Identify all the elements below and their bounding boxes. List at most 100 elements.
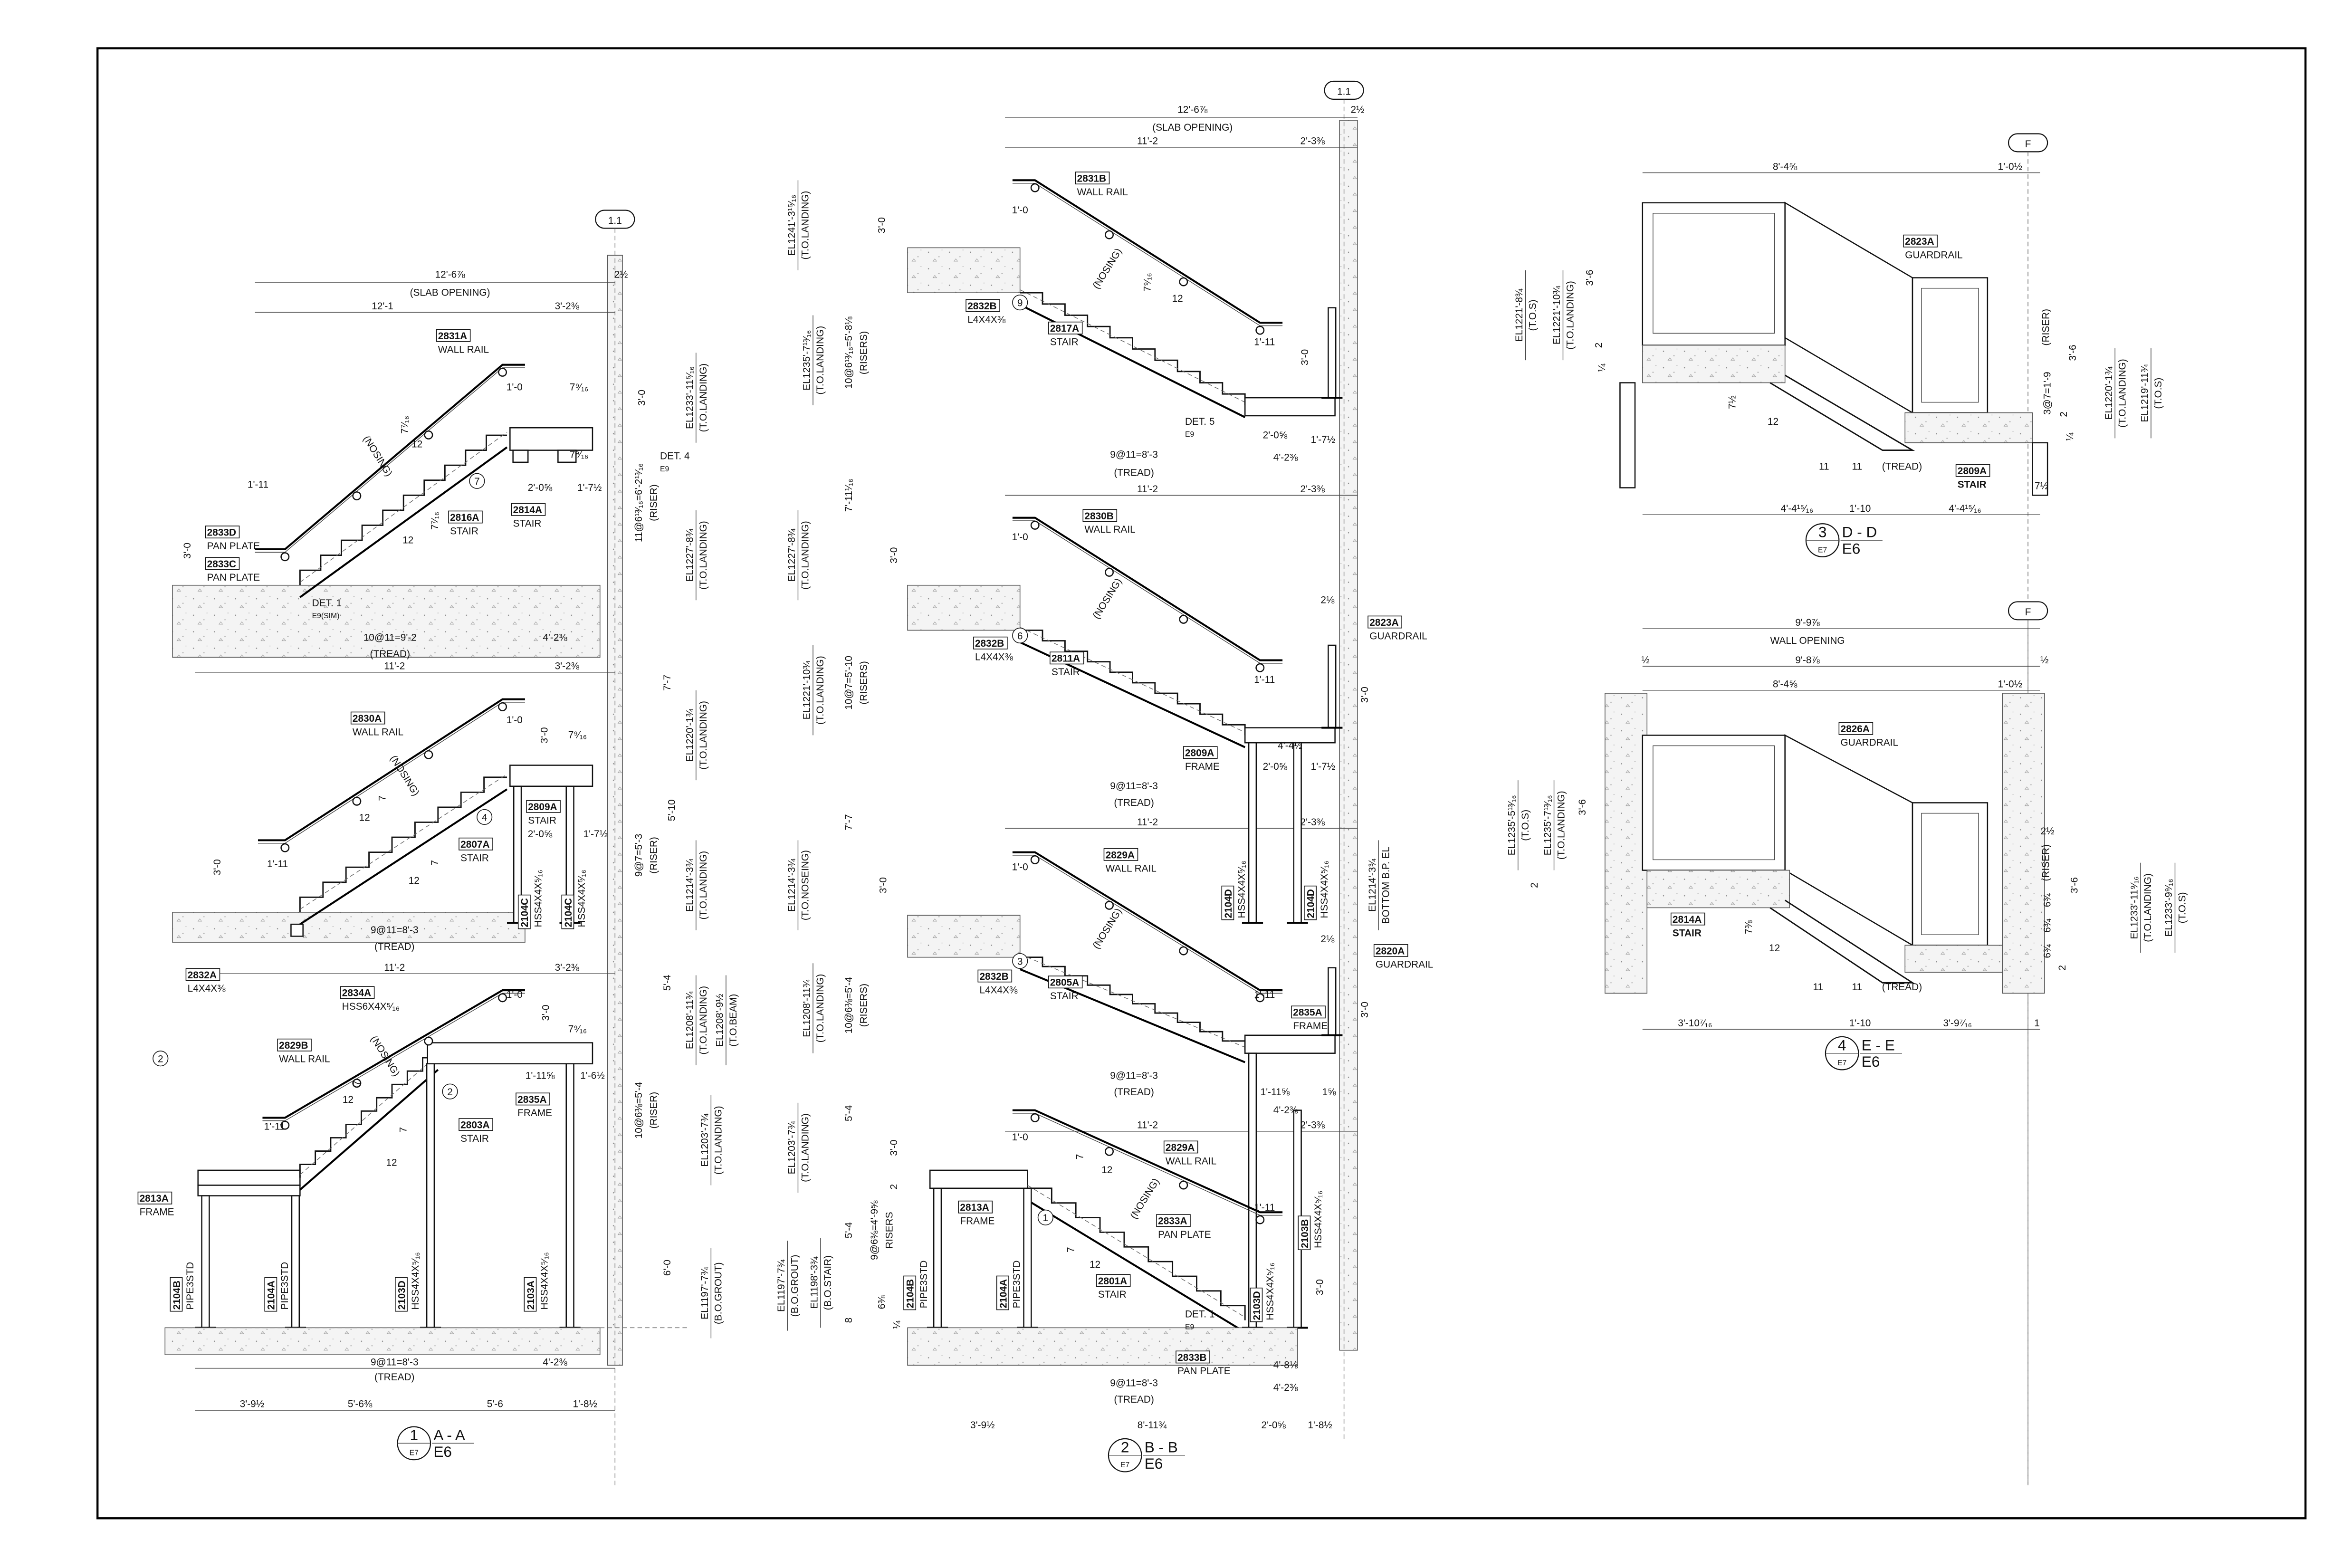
dimension-label: (TREAD) bbox=[1114, 1394, 1154, 1405]
callout-description: PAN PLATE bbox=[207, 541, 260, 552]
label-group: 8'-4⅝ bbox=[1773, 679, 1797, 689]
label-group: F bbox=[2025, 139, 2031, 150]
label-group: 6⅜ bbox=[877, 1295, 888, 1310]
dimension-label: 3'-6 bbox=[2067, 344, 2078, 361]
callout-tag-box bbox=[459, 837, 493, 851]
label-group: 3'-0 bbox=[636, 390, 647, 406]
step-marker: 7 bbox=[474, 476, 480, 487]
label-group: 5'-6 bbox=[487, 1399, 503, 1410]
label-group: 2 bbox=[1121, 1438, 1129, 1455]
dimension-label: 12 bbox=[1101, 1165, 1112, 1176]
dimension-label: 11'-2 bbox=[384, 962, 405, 973]
label-group: ½ bbox=[1641, 655, 1649, 666]
concrete-wall bbox=[1339, 120, 1358, 1351]
callout-tag: 2834A bbox=[342, 988, 371, 999]
callout-tag: 2814A bbox=[513, 505, 542, 516]
stair-stringer bbox=[299, 1069, 439, 1191]
label-group: 3'-6 bbox=[1577, 799, 1588, 815]
callout-tag: 2817A bbox=[1050, 323, 1079, 334]
label-group: 1'-11 bbox=[1254, 989, 1275, 1000]
dimension-label: 9@11=8'-3 bbox=[1110, 449, 1158, 460]
rail-bracket-icon bbox=[1105, 567, 1114, 577]
label-group: 10@6⅜=5'-4 bbox=[633, 1082, 644, 1139]
dimension-label: 4'-2⅜ bbox=[1273, 452, 1298, 463]
elevation-marker: EL1220'-1¾(T.O.LANDING) bbox=[684, 690, 709, 781]
dimension-label: 5'-6 bbox=[487, 1399, 503, 1410]
elevation-value: EL1197'-7¾ bbox=[776, 1259, 787, 1312]
nosing-label: (NOSING) bbox=[388, 754, 421, 798]
elevation-value: EL1203'-7¾ bbox=[699, 1113, 710, 1166]
dimension-label: 2½ bbox=[614, 269, 628, 280]
callout-tag: 2104A bbox=[998, 1279, 1009, 1308]
dimension-label: 9'-8⅞ bbox=[1795, 655, 1820, 666]
callout-tag: 2809A bbox=[1185, 748, 1214, 759]
dimension-label: 6'-0 bbox=[662, 1260, 673, 1276]
callout-description: WALL RAIL bbox=[1106, 863, 1157, 874]
label-group: 7 bbox=[352, 1080, 363, 1086]
elevation-marker: EL1214'-3¾(T.O.LANDING) bbox=[684, 840, 709, 930]
dimension-label: 12 bbox=[402, 535, 413, 545]
callout-tag: 2816A bbox=[450, 512, 479, 523]
steel-post bbox=[1328, 967, 1337, 1036]
dimension-label: 1'-7½ bbox=[1311, 761, 1335, 772]
label-group: E7 bbox=[1120, 1461, 1129, 1469]
dimension-label: 3'-9½ bbox=[970, 1420, 994, 1431]
dimension-label: 3'-0 bbox=[1359, 1002, 1370, 1018]
callout-tag: 2103D bbox=[396, 1281, 407, 1310]
label-group: 12'-1 bbox=[372, 301, 393, 312]
step-marker: 9 bbox=[1017, 298, 1023, 309]
label-group: 2½ bbox=[614, 269, 628, 280]
callout-description: HSS4X4X⁵⁄₁₆ bbox=[1319, 860, 1330, 918]
wall-rail-edge bbox=[1012, 520, 1283, 664]
label-group: 9 bbox=[1017, 298, 1023, 309]
dimension-label: 1'-11 bbox=[1254, 1202, 1275, 1213]
callout-tag-box bbox=[524, 1277, 537, 1312]
callout-tag: 2814A bbox=[1673, 914, 1702, 925]
wall-rail-edge bbox=[258, 702, 525, 844]
label-group: (NOSING) bbox=[368, 1034, 402, 1079]
callout-tag: 2823A bbox=[1905, 236, 1934, 247]
callout-tag: 2831A bbox=[438, 331, 467, 342]
dimension-label: ¼ bbox=[2065, 432, 2075, 441]
elevation-value: EL1198'-3¾ bbox=[809, 1256, 820, 1309]
callout-tag: 2103B bbox=[1300, 1219, 1310, 1248]
callout-description: STAIR bbox=[1673, 927, 1702, 938]
label-group: DET. 1 bbox=[312, 598, 342, 609]
dimension-label: 7⁷⁄₁₆ bbox=[430, 512, 440, 530]
dimension-label: 1'-11 bbox=[264, 1121, 285, 1132]
label-group: E6 bbox=[433, 1443, 452, 1460]
rail-bracket-icon bbox=[424, 1036, 433, 1046]
label-group: E6 bbox=[1862, 1053, 1880, 1070]
label-group: 3'-0 bbox=[1300, 349, 1310, 365]
label-group: 1'-7½ bbox=[577, 482, 602, 493]
label-group: 1 bbox=[410, 1426, 419, 1444]
label-group: F bbox=[2025, 607, 2031, 618]
elevation-marker: EL1214'-3¾(T.O.NOSEING) bbox=[786, 840, 811, 930]
dimension-label: 3'-0 bbox=[878, 877, 889, 893]
elevation-note: (T.O.LANDING) bbox=[800, 1113, 811, 1182]
callout-description: PAN PLATE bbox=[1177, 1366, 1231, 1377]
label-group: 2½ bbox=[2041, 826, 2055, 837]
label-group: 8'-11¾ bbox=[1138, 1420, 1167, 1431]
callout-tag-box bbox=[996, 1275, 1009, 1310]
stair-stringer bbox=[1769, 899, 1915, 984]
dimension-label: 2'-3⅜ bbox=[1300, 484, 1325, 495]
dimension-label: 10@6¹³⁄₁₆=5'-8⅛ bbox=[843, 316, 854, 389]
dimension-label: 3'-2⅜ bbox=[555, 962, 580, 973]
stair-treads bbox=[1020, 956, 1246, 1051]
callout-description: WALL RAIL bbox=[1084, 524, 1135, 535]
label-group: (TREAD) bbox=[374, 941, 414, 952]
label-group: 2 bbox=[2057, 965, 2068, 971]
elevation-note: (B.O.GROUT) bbox=[789, 1255, 800, 1317]
callout-tag-box bbox=[1955, 464, 1990, 477]
callout-tag: 2811A bbox=[1052, 653, 1080, 664]
concrete-slab bbox=[907, 247, 1021, 293]
dimension-label: 11 bbox=[1813, 982, 1823, 993]
callout-tag: 2805A bbox=[1050, 977, 1079, 988]
